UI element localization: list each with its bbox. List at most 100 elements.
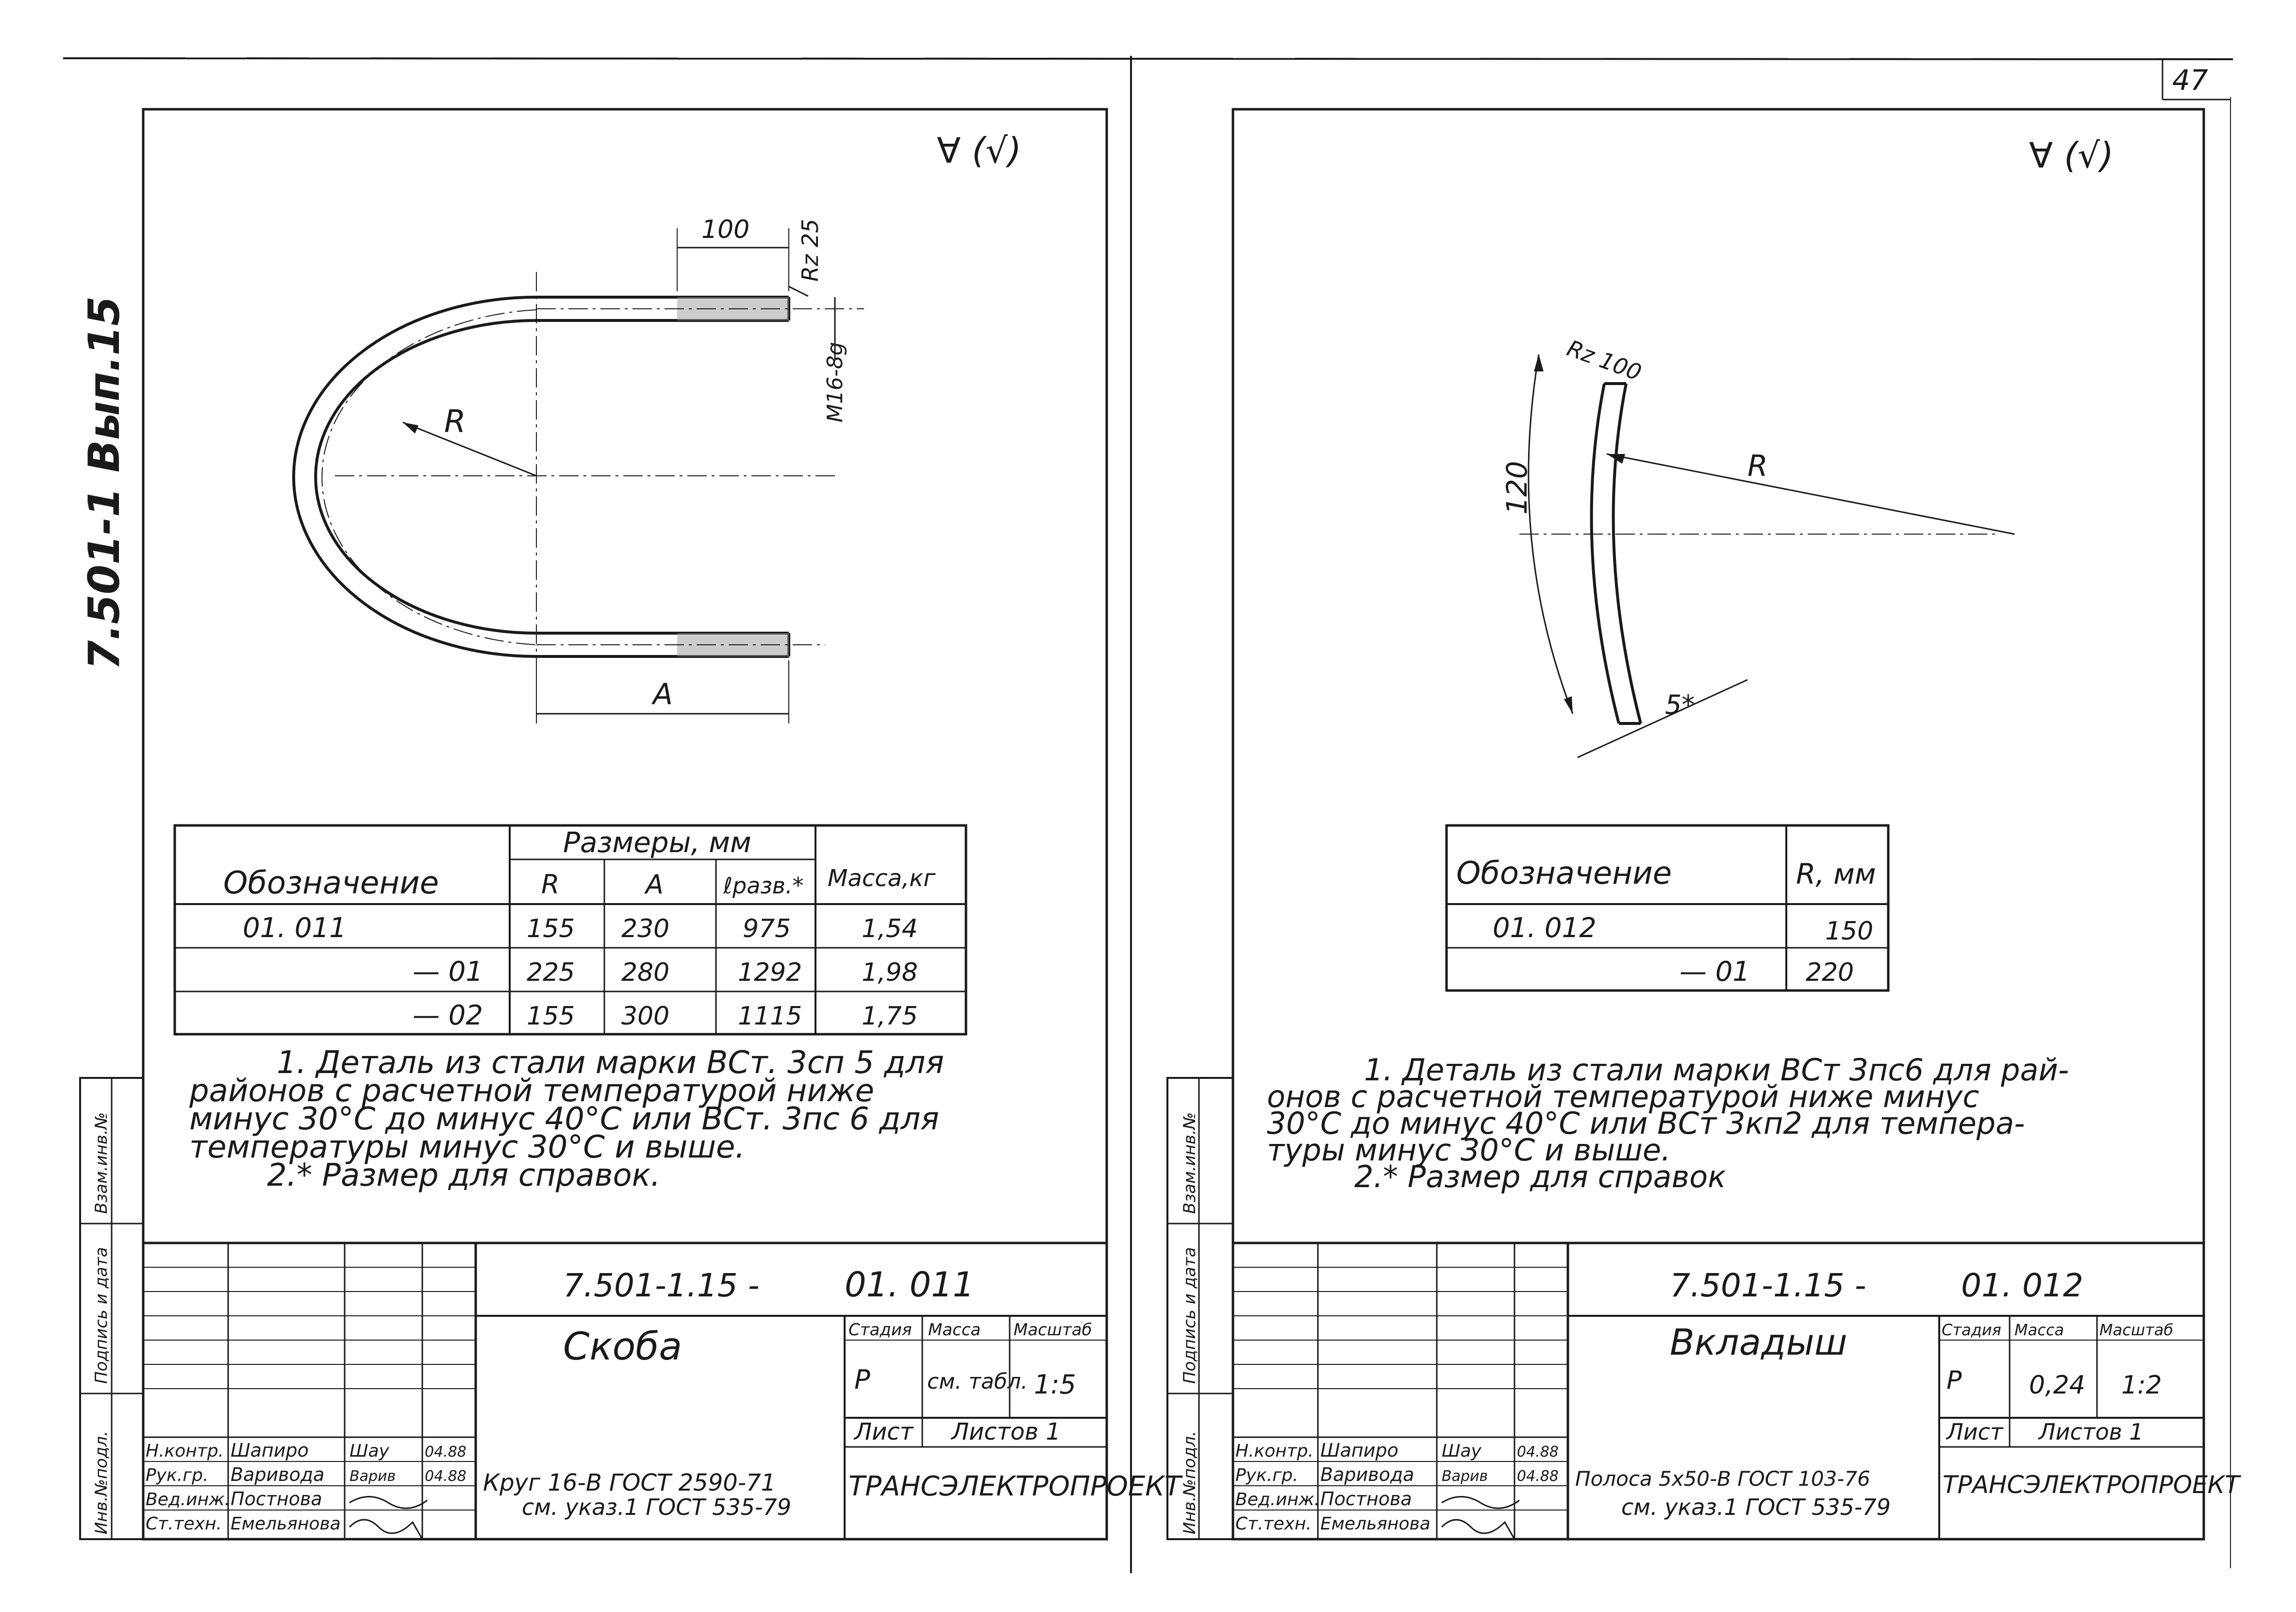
left-table: Обозначение Размеры, мм R A ℓразв.* Масс… <box>173 824 967 1036</box>
side-label-inv: Инв.№подл. <box>92 1431 111 1534</box>
side-label-inv: Инв.№подл. <box>1180 1431 1199 1534</box>
note-line: температуры минус 30°С и выше. <box>189 1129 745 1165</box>
role: Вед.инж. <box>1235 1490 1320 1510</box>
left-row-r: 155 <box>527 1002 575 1031</box>
left-row-len: 1115 <box>738 1002 802 1031</box>
left-row-mass: 1,75 <box>862 1002 918 1031</box>
left-sheet-frame <box>142 108 1108 1541</box>
signature: Шау <box>349 1441 390 1461</box>
left-head-r: R <box>541 869 560 900</box>
right-row-designation: — 01 <box>1680 956 1750 988</box>
stage-value: Р <box>854 1364 870 1395</box>
note-line: 2.* Размер для справок <box>1354 1159 1726 1194</box>
left-row-mass: 1,54 <box>862 914 918 943</box>
thread-label: M16-8g <box>823 342 848 422</box>
role: Вед.инж. <box>146 1490 230 1510</box>
stamp-code: 7.501-1.15 - <box>563 1267 760 1304</box>
left-row-a: 300 <box>621 1002 669 1031</box>
company-name: ТРАНСЭЛЕКТРОПРОЕКТ <box>849 1471 1183 1502</box>
person-name: Постнова <box>231 1488 322 1510</box>
right-row-designation: 01. 012 <box>1493 912 1597 944</box>
roughness-mark-right: ∀ (√) <box>2029 135 2113 176</box>
left-head-dimensions: Размеры, мм <box>563 826 751 859</box>
person-name: Варивода <box>231 1464 324 1485</box>
sign-date: 04.88 <box>1517 1444 1559 1461</box>
role: Ст.техн. <box>146 1514 222 1534</box>
note-line: 30°С до минус 40°С или ВСт 3кп2 для темп… <box>1267 1106 2025 1141</box>
note-line: районов с расчетной температурой ниже <box>189 1073 874 1109</box>
left-notes: 1. Деталь из стали марки ВСт. 3сп 5 для … <box>189 1045 944 1193</box>
person-name: Емельянова <box>1320 1514 1431 1534</box>
insert-radius-label: R <box>1747 449 1768 483</box>
signature-scribble <box>349 1519 423 1540</box>
signature: Варив <box>1442 1468 1488 1485</box>
side-label-repl: Взам.инв.№ <box>92 1112 111 1214</box>
mass-label: Масса <box>928 1320 981 1340</box>
right-sheet: Инв.№подл. Подпись и дата Взам.инв.№ ∀ (… <box>1166 108 2241 1541</box>
role: Н.контр. <box>1235 1441 1314 1461</box>
sheet-label: Лист <box>853 1418 915 1445</box>
left-row-mass: 1,98 <box>862 958 918 987</box>
roughness-rz25: Rz 25 <box>797 219 823 282</box>
scale-value: 1:5 <box>1034 1369 1076 1400</box>
stage-label: Стадия <box>849 1320 912 1340</box>
left-side-strip: Инв.№подл. Подпись и дата Взам.инв.№ <box>79 1077 144 1540</box>
signature-scribble <box>349 1496 428 1509</box>
note-line: 1. Деталь из стали марки ВСт. 3сп 5 для <box>277 1045 944 1081</box>
left-row-designation: — 02 <box>413 1000 483 1031</box>
person-name: Шапиро <box>231 1440 309 1461</box>
material-line: см. указ.1 ГОСТ 535-79 <box>1621 1494 1891 1520</box>
dim-5: 5* <box>1665 689 1695 720</box>
roughness-rz100: Rz 100 <box>1564 335 1645 386</box>
left-head-designation: Обозначение <box>223 865 439 901</box>
left-row-r: 225 <box>527 958 575 987</box>
sheet-label: Лист <box>1946 1419 2004 1445</box>
material-line: Круг 16-В ГОСТ 2590-71 <box>483 1469 776 1496</box>
signature-scribble <box>1441 1496 1520 1509</box>
role: Ст.техн. <box>1235 1514 1312 1534</box>
mass-value: см. табл. <box>927 1369 1028 1394</box>
signature-scribble <box>1441 1519 1515 1540</box>
left-sheet: Инв.№подл. Подпись и дата Взам.инв.№ ∀ (… <box>79 108 1183 1541</box>
signature: Шау <box>1442 1441 1482 1461</box>
roughness-mark-left: ∀ (√) <box>937 130 1021 171</box>
top-trim-line <box>63 57 2233 60</box>
right-title-block: Н.контр. Шапиро Шау 04.88 Рук.гр. Вариво… <box>1233 1242 2241 1540</box>
mass-label: Масса <box>2014 1321 2064 1339</box>
stamp-name: Скоба <box>563 1325 682 1369</box>
insert-drawing: R 120 Rz 100 5* <box>1500 335 2015 758</box>
sheets-label: Листов 1 <box>2038 1419 2144 1445</box>
side-label-repl: Взам.инв.№ <box>1180 1112 1199 1214</box>
left-head-a: A <box>644 869 664 900</box>
note-line: туры минус 30°С и выше. <box>1267 1132 1671 1168</box>
right-side-strip: Инв.№подл. Подпись и дата Взам.инв.№ <box>1166 1077 1234 1540</box>
material-line: Полоса 5x50-В ГОСТ 103-76 <box>1575 1467 1870 1491</box>
stage-label: Стадия <box>1942 1321 2001 1339</box>
left-row-a: 280 <box>621 958 669 987</box>
person-name: Постнова <box>1320 1488 1412 1510</box>
sign-date: 04.88 <box>425 1468 466 1485</box>
stamp-mark: 01. 012 <box>1961 1267 2083 1304</box>
stamp-code: 7.501-1.15 - <box>1670 1267 1866 1304</box>
right-sheet-frame <box>1231 108 2205 1541</box>
role: Рук.гр. <box>1235 1465 1298 1485</box>
note-line: минус 30°С до минус 40°С или ВСт. 3пс 6 … <box>189 1101 939 1137</box>
scale-label: Масштаб <box>1014 1320 1092 1340</box>
signature: Варив <box>349 1468 396 1485</box>
person-name: Емельянова <box>231 1514 341 1534</box>
person-name: Варивода <box>1320 1464 1414 1485</box>
right-notes: 1. Деталь из стали марки ВСт 3пс6 для ра… <box>1267 1052 2069 1194</box>
right-table: Обозначение R, мм 01. 012 150 — 01 220 <box>1445 824 1890 992</box>
u-bolt-drawing: R 100 Rz 25 M16-8g A <box>292 215 864 723</box>
note-line: 1. Деталь из стали марки ВСт 3пс6 для ра… <box>1364 1052 2069 1088</box>
note-line: 2.* Размер для справок. <box>267 1158 661 1193</box>
role: Н.контр. <box>146 1441 224 1461</box>
left-row-len: 1292 <box>738 958 802 987</box>
sign-date: 04.88 <box>1517 1468 1559 1485</box>
left-row-a: 230 <box>621 914 669 943</box>
u-radius-label: R <box>444 404 466 440</box>
mass-value: 0,24 <box>2029 1371 2085 1400</box>
left-head-mass: Масса,кг <box>828 865 936 892</box>
side-label-sign: Подпись и дата <box>1180 1247 1199 1384</box>
